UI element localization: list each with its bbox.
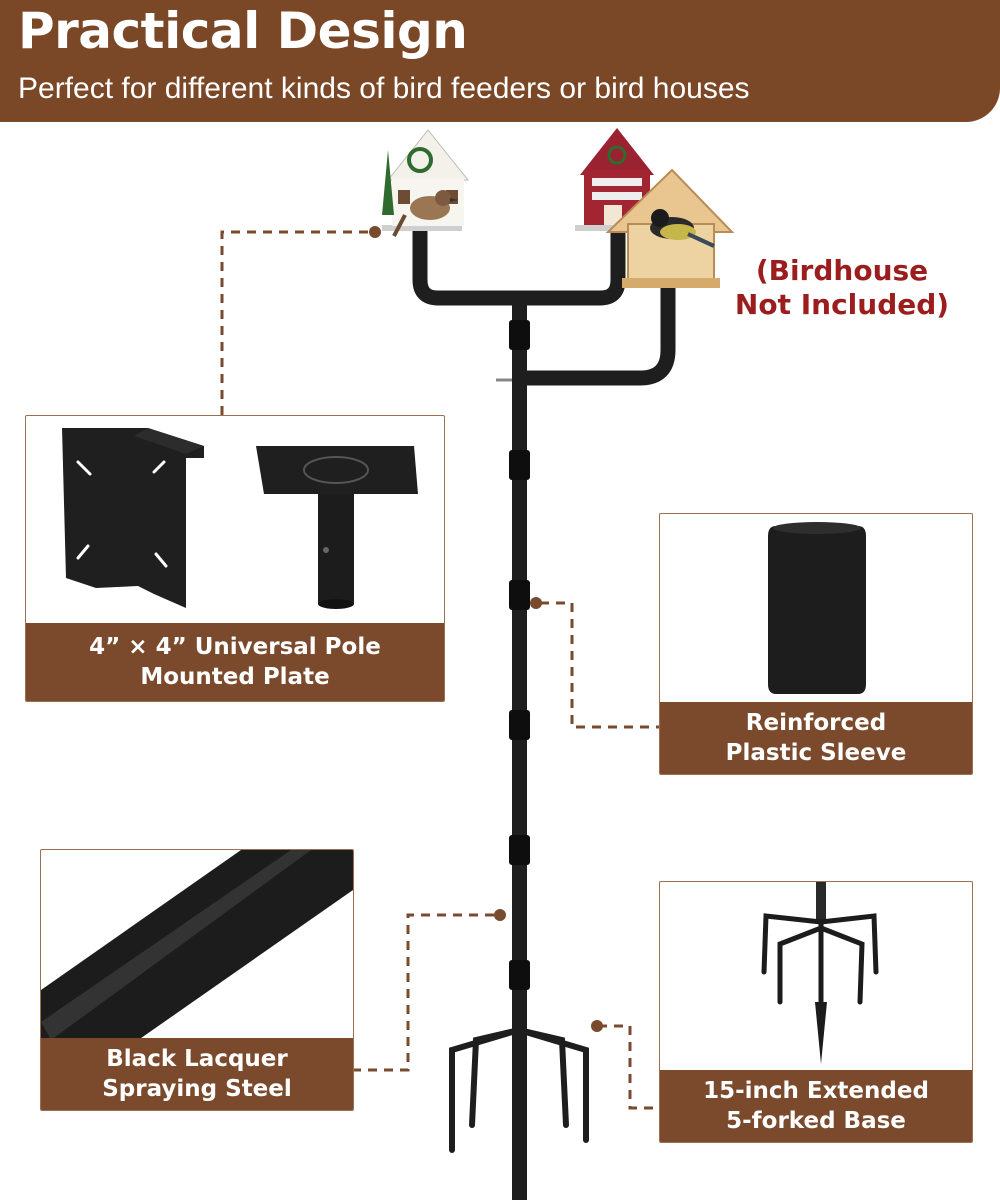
feature-card-plastic-sleeve: Reinforced Plastic Sleeve bbox=[659, 513, 973, 775]
pole-icon bbox=[412, 230, 676, 1200]
sleeve-icon bbox=[768, 522, 866, 694]
feature-label-line-1: Reinforced bbox=[745, 710, 887, 736]
mounting-plate-icon bbox=[62, 428, 418, 609]
page-title: Practical Design bbox=[18, 2, 468, 60]
feature-label-fork-base: 15-inch Extended 5-forked Base bbox=[660, 1070, 972, 1142]
birdhouse-note: (Birdhouse Not Included) bbox=[732, 254, 952, 322]
connector-lines bbox=[220, 230, 660, 1110]
feature-card-fork-base: 15-inch Extended 5-forked Base bbox=[659, 881, 973, 1143]
header-banner: Practical Design Perfect for different k… bbox=[0, 0, 1000, 122]
feature-label-steel: Black Lacquer Spraying Steel bbox=[41, 1038, 353, 1110]
feature-label-line-1: Black Lacquer bbox=[106, 1046, 288, 1072]
feature-label-line-2: Plastic Sleeve bbox=[725, 740, 907, 766]
feature-label-line-2: Mounted Plate bbox=[140, 664, 330, 690]
wooden-birdhouse-icon bbox=[605, 168, 735, 288]
feature-card-steel: Black Lacquer Spraying Steel bbox=[40, 849, 354, 1111]
fork-base-icon bbox=[761, 882, 879, 1064]
feature-label-line-2: Spraying Steel bbox=[102, 1076, 292, 1102]
feature-label-plastic-sleeve: Reinforced Plastic Sleeve bbox=[660, 702, 972, 774]
feature-label-line-2: 5-forked Base bbox=[726, 1108, 906, 1134]
feature-card-mounting-plate: 4” × 4” Universal Pole Mounted Plate bbox=[25, 415, 445, 702]
steel-tube-icon bbox=[41, 850, 353, 1080]
bird-icon bbox=[392, 190, 458, 237]
feature-label-mounting-plate: 4” × 4” Universal Pole Mounted Plate bbox=[26, 623, 444, 701]
feature-label-line-1: 15-inch Extended bbox=[703, 1078, 929, 1104]
feature-label-line-1: 4” × 4” Universal Pole bbox=[89, 634, 381, 660]
note-line-2: Not Included) bbox=[734, 288, 950, 321]
page-subtitle: Perfect for different kinds of bird feed… bbox=[18, 72, 750, 105]
note-line-1: (Birdhouse bbox=[755, 254, 929, 287]
